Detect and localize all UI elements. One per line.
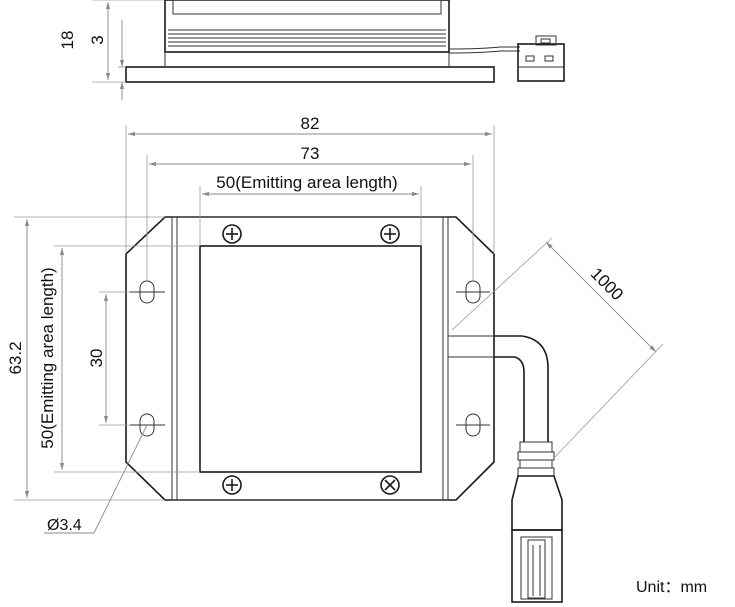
dim-height-total: 18 [58,0,165,83]
front-view [125,216,563,603]
screw-icon-bottom-right [380,475,400,495]
dim-base-thickness: 3 [88,20,126,100]
cable [448,335,563,603]
side-view [125,0,565,83]
base-thickness-label: 3 [88,35,107,44]
side-connector [517,35,565,82]
dim-emitting-length-y: 50(Emitting area length) [38,245,200,473]
width-total-label: 82 [301,114,320,133]
heat-sink-fins [168,29,446,47]
emitting-length-y-label: 50(Emitting area length) [38,267,57,448]
emitting-length-x-label: 50(Emitting area length) [216,173,397,192]
hole-pitch-x-label: 73 [301,144,320,163]
screw-icon-bottom-left [222,475,242,495]
screw-icon-top-right [380,224,400,244]
height-plate-label: 63.2 [6,341,25,374]
dim-height-plate: 63.2 [6,216,165,501]
hole-pitch-y-label: 30 [87,349,106,368]
dim-hole-pitch-y: 30 [87,291,130,426]
mounting-holes [130,280,490,437]
dim-hole-diameter: Ø3.4 [44,424,148,534]
unit-label: Unit：mm [636,579,707,596]
height-total-label: 18 [58,31,77,50]
emitting-area [199,245,422,473]
screw-icon-top-left [222,224,242,244]
hole-diameter-label: Ø3.4 [47,517,82,534]
cable-length-label: 1000 [587,264,627,304]
dim-width-total: 82 [125,114,495,254]
dim-hole-pitch-x: 73 [146,144,474,281]
dim-emitting-length-x: 50(Emitting area length) [199,173,422,246]
dim-cable-length: 1000 [451,237,664,461]
